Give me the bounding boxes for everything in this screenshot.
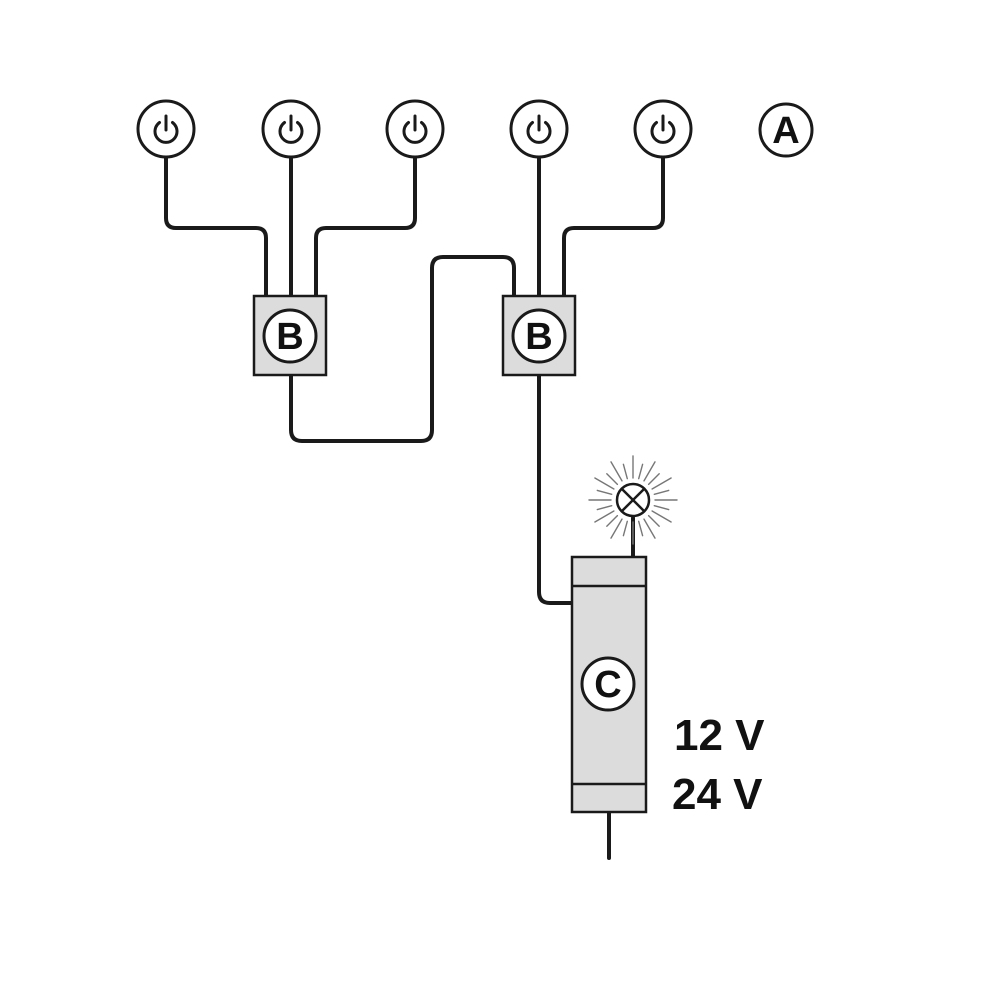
power-icon: [402, 114, 428, 144]
light-ray: [596, 505, 613, 511]
voltage-24v: 24 V: [672, 770, 763, 819]
light-ray: [651, 510, 672, 523]
wire-switch-3: [314, 156, 417, 298]
switch-1[interactable]: [136, 99, 196, 159]
led-driver-label: C: [594, 664, 621, 706]
light-ray: [643, 461, 656, 482]
wires-switches-to-junction-1: [164, 156, 417, 298]
light-ray: [647, 514, 660, 527]
wires-switches-to-junction-2: [537, 156, 665, 298]
light-ray: [610, 461, 623, 482]
light-ray: [596, 489, 613, 495]
wire-junction-link: [289, 255, 516, 443]
junction-box-2-label: B: [525, 316, 552, 358]
light-ray: [594, 510, 615, 523]
label-a-text: A: [772, 110, 799, 152]
light-ray: [638, 520, 644, 537]
light-ray: [638, 463, 644, 480]
wire-switch-5: [562, 156, 665, 298]
led-driver: C: [570, 555, 648, 814]
power-icon: [153, 114, 179, 144]
lamp: [588, 455, 678, 545]
junction-box-2: B: [501, 294, 577, 377]
light-rays: [588, 455, 678, 545]
light-ray: [622, 520, 628, 537]
switch-5[interactable]: [633, 99, 693, 159]
light-ray: [643, 518, 656, 539]
power-icon: [278, 114, 304, 144]
switch-4[interactable]: [509, 99, 569, 159]
light-ray: [653, 489, 670, 495]
wire-switch-1: [164, 156, 268, 298]
light-ray: [622, 463, 628, 480]
light-ray: [606, 473, 619, 486]
switch-2[interactable]: [261, 99, 321, 159]
power-icon: [650, 114, 676, 144]
junction-box-1: B: [252, 294, 328, 377]
light-ray: [651, 477, 672, 490]
power-icon: [526, 114, 552, 144]
switch-3[interactable]: [385, 99, 445, 159]
wire-junction-to-driver: [537, 373, 574, 605]
light-ray: [610, 518, 623, 539]
light-ray: [653, 505, 670, 511]
light-ray: [594, 477, 615, 490]
light-ray: [606, 514, 619, 527]
label-a: A: [758, 102, 814, 158]
junction-box-1-label: B: [276, 316, 303, 358]
voltage-12v: 12 V: [674, 711, 765, 760]
light-ray: [647, 473, 660, 486]
